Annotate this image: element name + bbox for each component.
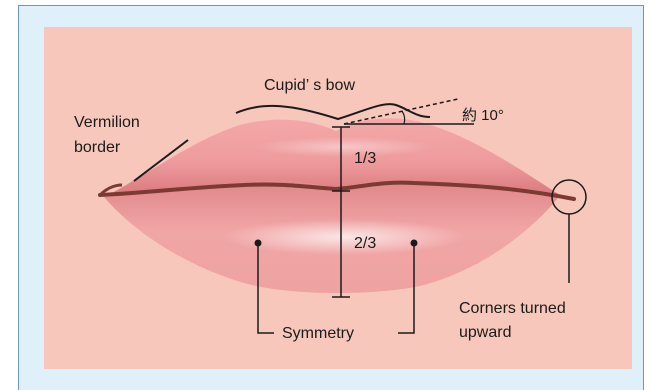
vermilion-label-line1: Vermilion [74, 114, 140, 131]
corners-label-line2: upward [459, 324, 511, 341]
corners-label-line1: Corners turned [459, 300, 566, 317]
upper-lip [104, 118, 560, 197]
angle-dashed-line [343, 98, 459, 125]
symmetry-bracket-right [398, 243, 415, 334]
angle-arc [401, 110, 406, 125]
upper-ratio-label: 1/3 [354, 150, 376, 167]
mouth-line [98, 180, 576, 201]
vermilion-label-line2: border [74, 139, 121, 156]
upper-lip-highlight [254, 137, 434, 157]
lower-ratio-label: 2/3 [354, 235, 376, 252]
vermilion-border-line [133, 139, 189, 182]
angle-label: 約 10° [462, 107, 504, 124]
cupids-bow-label: Cupid’ s bow [264, 77, 355, 94]
left-corner [98, 183, 123, 197]
cupids-bow-line [235, 103, 431, 121]
lip-diagram: Cupid’ s bow 約 10° Vermilion border 1/3 … [44, 27, 632, 369]
symmetry-label: Symmetry [282, 325, 354, 342]
symmetry-bracket-left [257, 243, 274, 334]
lower-lip-highlight [224, 219, 464, 255]
